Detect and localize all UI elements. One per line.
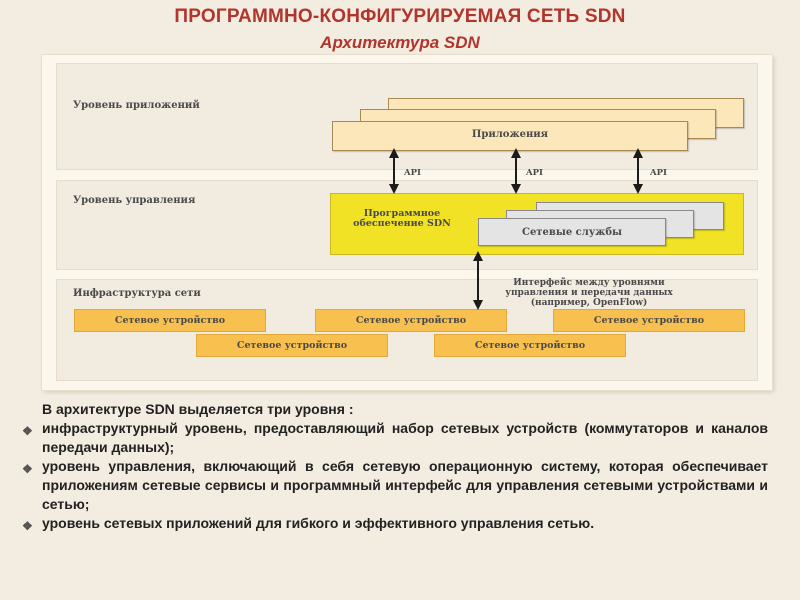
network-device-5: Сетевое устройство (434, 334, 626, 357)
diamond-bullet-icon: ❖ (22, 519, 33, 533)
bullet-item-applications: ❖ уровень сетевых приложений для гибкого… (20, 514, 768, 533)
interface-label: Интерфейс между уровнями управления и пе… (505, 278, 673, 308)
api-label-2: API (526, 168, 543, 178)
description-text: В архитектуре SDN выделяется три уровня … (20, 400, 768, 533)
page-title: ПРОГРАММНО-КОНФИГУРИРУЕМАЯ СЕТЬ SDN (174, 6, 626, 27)
bullet-item-infrastructure: ❖ инфраструктурный уровень, предоставляю… (22, 420, 768, 455)
sdn-architecture-diagram: Уровень приложений Приложения Уровень уп… (42, 55, 772, 390)
sdn-software-label: Программное обеспечение SDN (353, 208, 451, 229)
network-device-4: Сетевое устройство (196, 334, 388, 357)
connection-arrows (389, 148, 643, 310)
network-services-card-front: Сетевые службы (478, 218, 666, 246)
api-label-1: API (404, 168, 421, 178)
network-services-label: Сетевые службы (521, 227, 623, 238)
page-subtitle: Архитектура SDN (320, 33, 480, 52)
network-device-2: Сетевое устройство (315, 309, 507, 332)
applications-label: Приложения (471, 129, 549, 140)
intro-text: В архитектуре SDN выделяется три уровня … (42, 401, 354, 417)
diamond-bullet-icon: ❖ (22, 424, 33, 438)
application-card-front: Приложения (332, 121, 688, 151)
application-layer-label: Уровень приложений (73, 100, 200, 111)
control-layer-label: Уровень управления (73, 195, 196, 206)
diamond-bullet-icon: ❖ (22, 462, 33, 476)
infrastructure-layer-label: Инфраструктура сети (73, 288, 201, 299)
bullet-item-control: ❖ уровень управления, включающий в себя … (22, 458, 768, 512)
network-device-3: Сетевое устройство (553, 309, 745, 332)
network-device-1: Сетевое устройство (74, 309, 266, 332)
api-label-3: API (650, 168, 667, 178)
